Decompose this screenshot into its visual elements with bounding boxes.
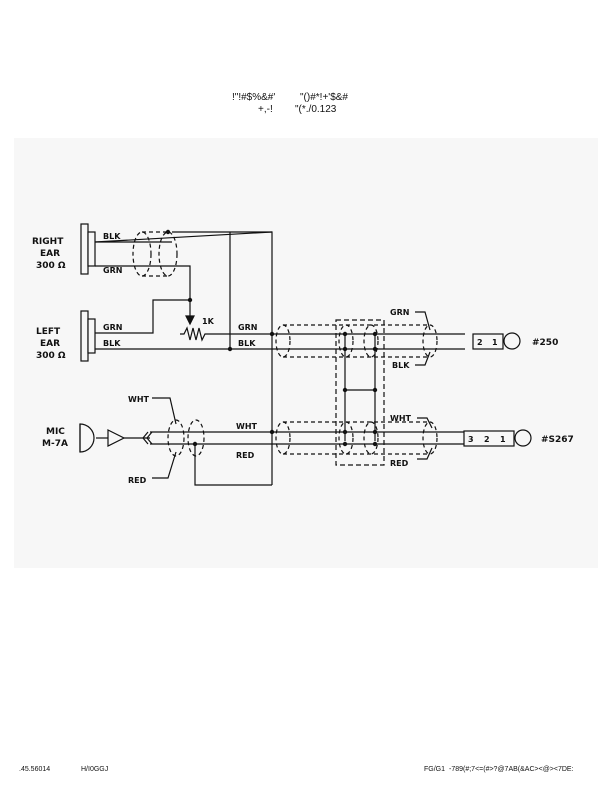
label-plug-red: RED xyxy=(390,459,409,468)
junction-box xyxy=(335,319,385,466)
footer-right-ref: -789(#;7<=(#>?@7AB(&AC><@><7DE: xyxy=(449,766,574,773)
label-right-grn: GRN xyxy=(103,266,122,275)
plug-s267-pin-1: 1 xyxy=(500,435,506,444)
footer-right-code: FG/G1 xyxy=(424,766,446,773)
left-grn-wire xyxy=(95,299,190,334)
left-ear-name: LEFT xyxy=(36,327,61,337)
left-ear-speaker xyxy=(80,310,89,362)
right-grn-wire xyxy=(95,265,191,300)
plug-s267-pin-3: 3 xyxy=(468,435,474,444)
junction-dot xyxy=(342,331,348,337)
junction-dot xyxy=(269,429,275,435)
label-plug-wht: WHT xyxy=(390,414,412,423)
label-pot-value: 1K xyxy=(202,317,215,326)
junction-dot xyxy=(372,331,378,337)
plug-s267-tip xyxy=(514,429,532,447)
right-ear-sub: EAR xyxy=(40,249,60,259)
mic-name: MIC xyxy=(46,427,65,437)
junction-dot xyxy=(165,229,171,235)
header-line2-left: +,-! xyxy=(258,104,273,115)
label-mic-wht: WHT xyxy=(128,395,150,404)
left-ear-sub: EAR xyxy=(40,339,60,349)
plug-250-body xyxy=(472,333,504,350)
mic-element xyxy=(79,423,95,453)
junction-dot xyxy=(192,441,198,447)
right-ear-name: RIGHT xyxy=(32,237,64,247)
label-left-grn: GRN xyxy=(103,323,122,332)
plug-250-pin-2: 2 xyxy=(477,338,483,347)
junction-dot xyxy=(372,429,378,435)
plug-s267-label: #S267 xyxy=(541,435,574,445)
junction-dot xyxy=(227,346,233,352)
header-line1-left: !"!#$%&#' xyxy=(232,92,276,103)
potentiometer xyxy=(180,326,210,342)
plug-250-label: #250 xyxy=(532,338,558,348)
label-plug-blk: BLK xyxy=(392,361,410,370)
junction-dot xyxy=(342,387,348,393)
label-mid-grn: GRN xyxy=(238,323,257,332)
label-plug-grn: GRN xyxy=(390,308,409,317)
header-line1-right: "()#*!+'$&# xyxy=(300,92,348,103)
plug-s267-body xyxy=(463,430,515,447)
label-mid-blk: BLK xyxy=(238,339,256,348)
junction-dot xyxy=(372,387,378,393)
header-line2-right: "(*./0.123 xyxy=(295,104,337,115)
label-right-blk: BLK xyxy=(103,232,121,241)
schematic-panel: RIGHT EAR 300 Ω LEFT EAR 300 Ω MIC M-7A … xyxy=(14,138,598,568)
plug-s267-pin-2: 2 xyxy=(484,435,490,444)
right-blk-wire xyxy=(94,231,273,243)
label-left-blk: BLK xyxy=(103,339,121,348)
junction-dot xyxy=(372,346,378,352)
junction-dot xyxy=(342,346,348,352)
plug-250-pin-1: 1 xyxy=(492,338,498,347)
plug-250-tip xyxy=(503,332,521,350)
label-mid-red: RED xyxy=(236,451,255,460)
right-ear-speaker xyxy=(80,223,89,275)
right-ear-ohms: 300 Ω xyxy=(36,261,66,271)
label-mid-wht: WHT xyxy=(236,422,258,431)
junction-dot xyxy=(342,441,348,447)
left-ear-ohms: 300 Ω xyxy=(36,351,66,361)
junction-dot xyxy=(342,429,348,435)
label-mic-red: RED xyxy=(128,476,147,485)
junction-dot xyxy=(269,331,275,337)
wiring-schematic: RIGHT EAR 300 Ω LEFT EAR 300 Ω MIC M-7A … xyxy=(32,223,574,486)
junction-dot xyxy=(372,441,378,447)
mic-model: M-7A xyxy=(42,439,68,449)
footer-left-code: .45.56014 xyxy=(19,766,51,773)
junction-dot xyxy=(187,297,193,303)
footer-left-ref: H/I0GGJ xyxy=(81,766,109,773)
